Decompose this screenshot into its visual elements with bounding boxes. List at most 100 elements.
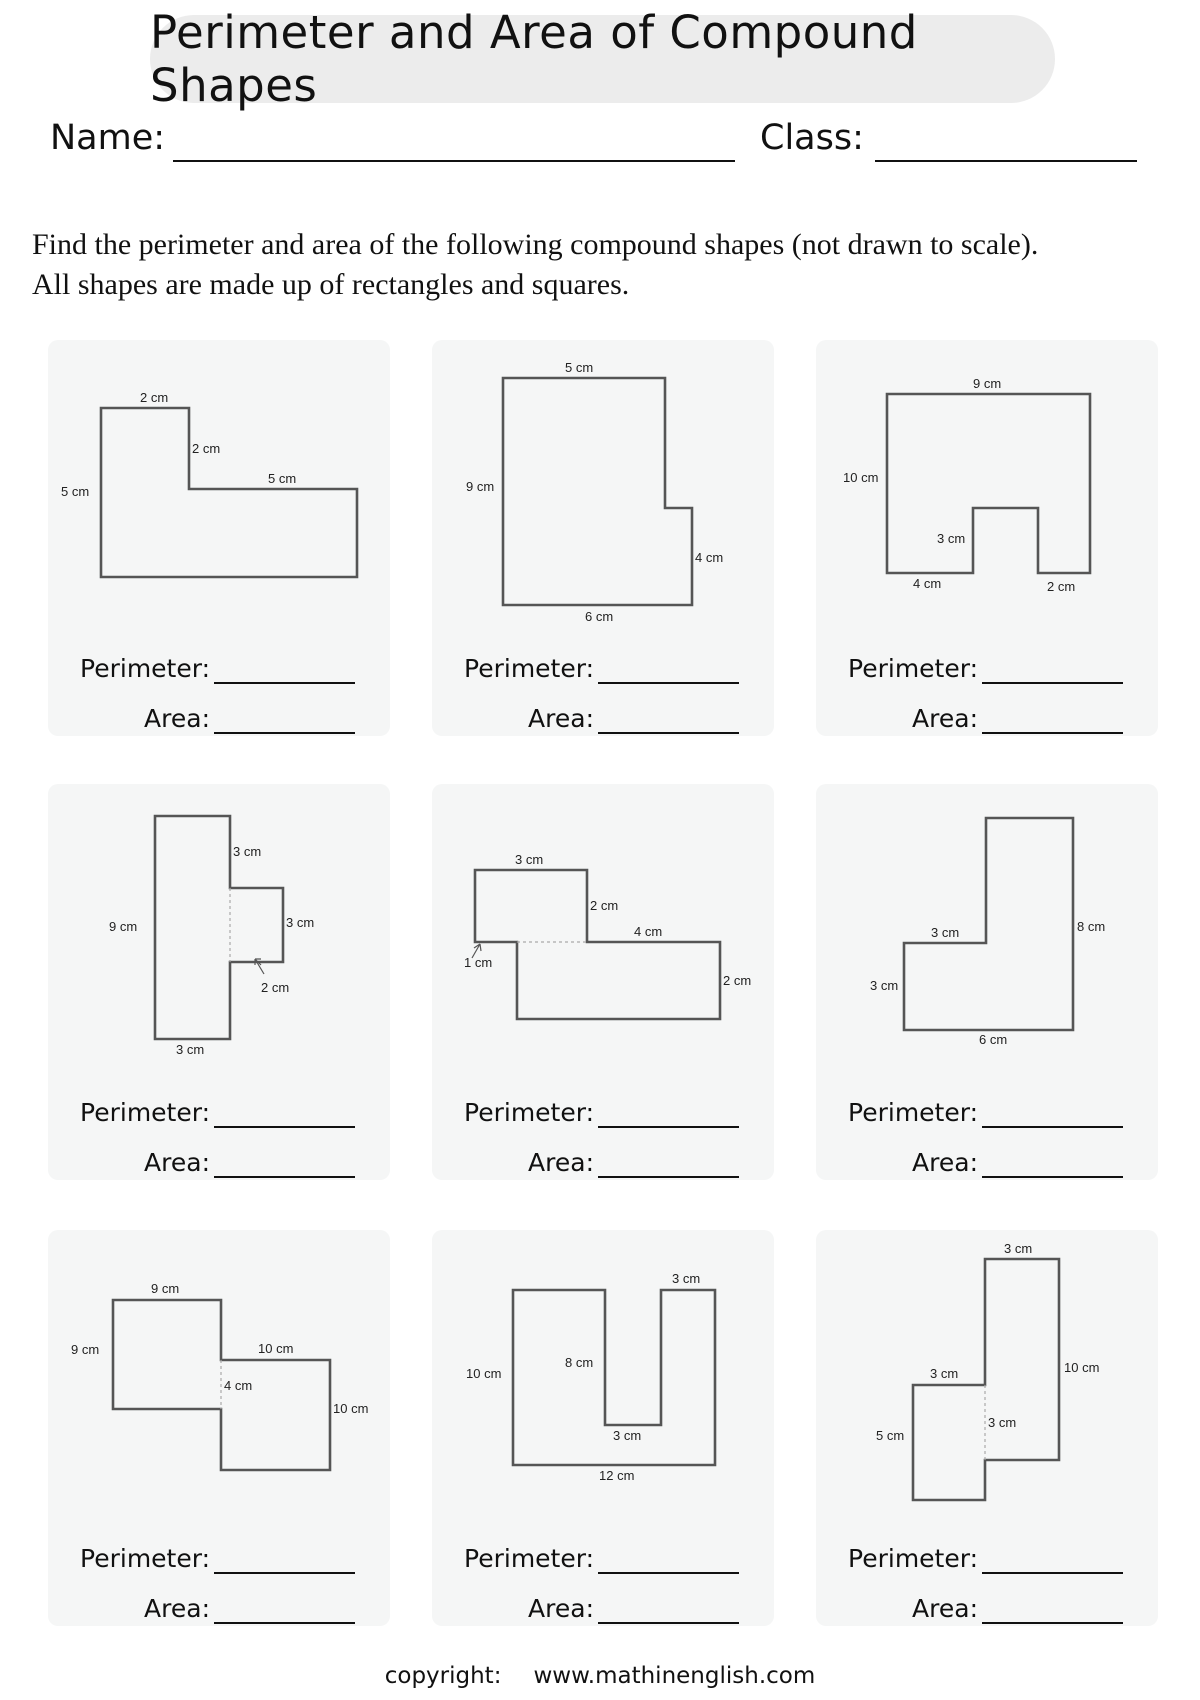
dimension-label: 3 cm [937,531,965,546]
area-answer-line[interactable] [598,1622,739,1624]
perimeter-label: Perimeter: [464,1098,594,1127]
perimeter-row: Perimeter: [48,1098,390,1134]
dimension-label: 10 cm [1064,1360,1099,1375]
website-link[interactable]: www.mathinenglish.com [533,1663,816,1689]
area-answer-line[interactable] [214,1622,355,1624]
dimension-label: 3 cm [1004,1241,1032,1256]
dimension-label: 4 cm [695,550,723,565]
dimension-label: 3 cm [233,844,261,859]
shape-diagram: 3 cm 3 cm 9 cm 2 cm 3 cm [109,814,314,1057]
area-label: Area: [912,1594,978,1623]
dimension-label: 10 cm [466,1366,501,1381]
perimeter-row: Perimeter: [816,1098,1158,1134]
perimeter-row: Perimeter: [816,1544,1158,1580]
problem-card-1: 2 cm 2 cm 5 cm 5 cm Perimeter: Area: [48,340,390,736]
dimension-label: 2 cm [140,390,168,405]
area-row: Area: [432,1148,774,1184]
dimension-label: 9 cm [109,919,137,934]
footer: copyright:www.mathinenglish.com [0,1663,1200,1689]
perimeter-answer-line[interactable] [982,1572,1123,1574]
perimeter-answer-line[interactable] [214,1572,355,1574]
dimension-label: 2 cm [261,980,289,995]
area-answer-line[interactable] [982,1622,1123,1624]
dimension-label: 4 cm [913,576,941,591]
shape-diagram: 2 cm 2 cm 5 cm 5 cm [61,390,359,579]
perimeter-label: Perimeter: [80,654,210,683]
problem-card-8: 3 cm 8 cm 10 cm 3 cm 12 cm Perimeter: Ar… [432,1230,774,1626]
area-answer-line[interactable] [598,1176,739,1178]
area-row: Area: [816,1594,1158,1630]
dimension-label: 3 cm [286,915,314,930]
name-field[interactable] [173,160,735,162]
shape-diagram: 3 cm 10 cm 3 cm 3 cm 5 cm [876,1241,1099,1502]
perimeter-label: Perimeter: [848,1544,978,1573]
problem-card-4: 3 cm 3 cm 9 cm 2 cm 3 cm Perimeter: Area… [48,784,390,1180]
shape-diagram: 5 cm 9 cm 4 cm 6 cm [466,360,723,624]
dimension-label: 9 cm [466,479,494,494]
dimension-label: 2 cm [192,441,220,456]
dimension-label: 10 cm [333,1401,368,1416]
perimeter-answer-line[interactable] [982,1126,1123,1128]
problem-card-6: 3 cm 8 cm 3 cm 6 cm Perimeter: Area: [816,784,1158,1180]
dimension-label: 4 cm [224,1378,252,1393]
area-label: Area: [144,1148,210,1177]
worksheet-title: Perimeter and Area of Compound Shapes [150,6,1055,112]
dimension-label: 6 cm [585,609,613,624]
instruction-line: All shapes are made up of rectangles and… [32,268,630,301]
area-label: Area: [528,1148,594,1177]
perimeter-answer-line[interactable] [982,682,1123,684]
dimension-label: 5 cm [565,360,593,375]
class-field[interactable] [875,160,1137,162]
area-label: Area: [912,1148,978,1177]
dimension-label: 2 cm [590,898,618,913]
area-answer-line[interactable] [214,732,355,734]
dimension-label: 5 cm [876,1428,904,1443]
dimension-label: 3 cm [613,1428,641,1443]
perimeter-row: Perimeter: [48,1544,390,1580]
perimeter-row: Perimeter: [432,1098,774,1134]
area-row: Area: [432,1594,774,1630]
perimeter-label: Perimeter: [848,654,978,683]
dimension-label: 3 cm [988,1415,1016,1430]
dimension-label: 5 cm [268,471,296,486]
area-answer-line[interactable] [214,1176,355,1178]
area-row: Area: [816,1148,1158,1184]
area-label: Area: [144,704,210,733]
dimension-label: 3 cm [931,925,959,940]
area-row: Area: [48,1594,390,1630]
dimension-label: 9 cm [71,1342,99,1357]
perimeter-answer-line[interactable] [598,1572,739,1574]
instructions: Find the perimeter and area of the follo… [32,225,1182,305]
perimeter-label: Perimeter: [464,654,594,683]
perimeter-row: Perimeter: [432,654,774,690]
perimeter-label: Perimeter: [80,1098,210,1127]
perimeter-answer-line[interactable] [598,682,739,684]
shape-diagram: 9 cm 10 cm 3 cm 4 cm 2 cm [843,376,1092,594]
dimension-label: 6 cm [979,1032,1007,1047]
area-answer-line[interactable] [982,1176,1123,1178]
problem-card-2: 5 cm 9 cm 4 cm 6 cm Perimeter: Area: [432,340,774,736]
dimension-label: 3 cm [176,1042,204,1057]
problem-card-7: 9 cm 10 cm 9 cm 4 cm 10 cm Perimeter: Ar… [48,1230,390,1626]
perimeter-answer-line[interactable] [214,1126,355,1128]
dimension-label: 8 cm [1077,919,1105,934]
dimension-label: 2 cm [1047,579,1075,594]
perimeter-answer-line[interactable] [598,1126,739,1128]
class-label: Class: [760,118,864,158]
area-label: Area: [912,704,978,733]
dimension-label: 5 cm [61,484,89,499]
perimeter-row: Perimeter: [816,654,1158,690]
shape-diagram: 3 cm 2 cm 4 cm 1 cm 2 cm [464,852,751,1021]
area-answer-line[interactable] [982,732,1123,734]
dimension-label: 3 cm [930,1366,958,1381]
dimension-label: 12 cm [599,1468,634,1483]
area-label: Area: [528,1594,594,1623]
perimeter-label: Perimeter: [848,1098,978,1127]
perimeter-answer-line[interactable] [214,682,355,684]
area-row: Area: [48,704,390,740]
area-answer-line[interactable] [598,732,739,734]
dimension-label: 10 cm [843,470,878,485]
problem-card-5: 3 cm 2 cm 4 cm 1 cm 2 cm Perimeter: Area… [432,784,774,1180]
dimension-label: 3 cm [870,978,898,993]
dimension-label: 8 cm [565,1355,593,1370]
